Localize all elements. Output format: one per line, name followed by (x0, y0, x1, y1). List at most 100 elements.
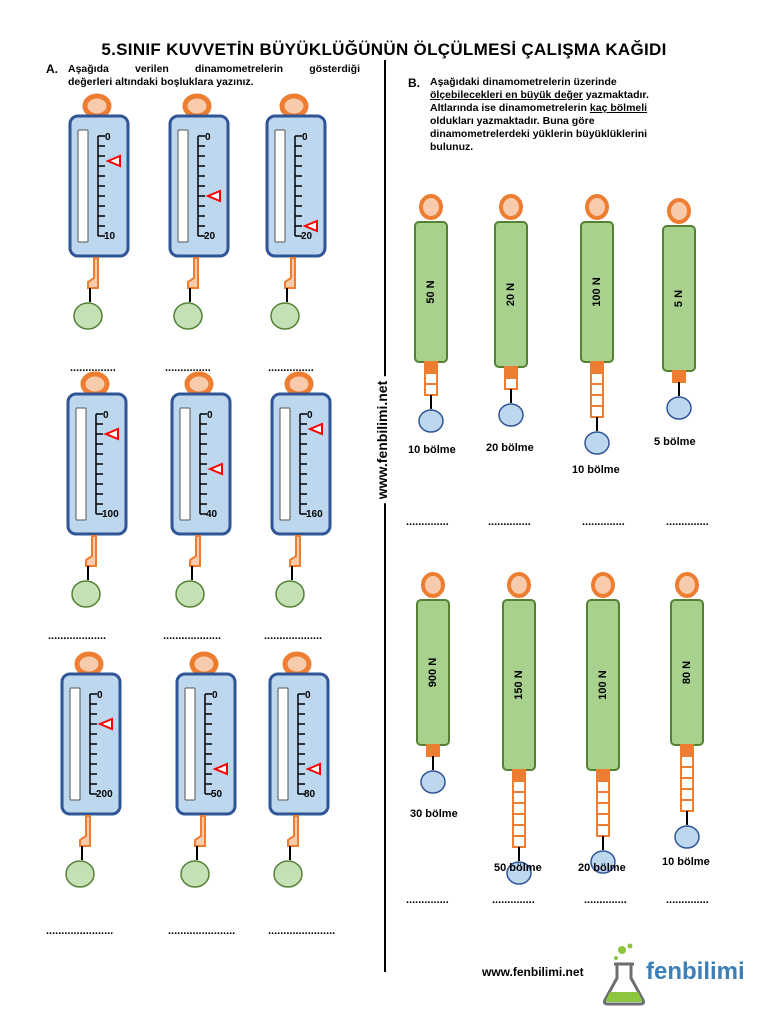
answer-blank[interactable]: ................... (264, 630, 323, 642)
answer-blank[interactable]: .............. (488, 516, 531, 528)
scale-segment (680, 755, 694, 768)
hook (79, 815, 91, 847)
scale-window (177, 129, 189, 243)
footer-site-url: www.fenbilimi.net (482, 965, 584, 979)
scale-segment (426, 744, 440, 757)
section-b-emphasis-1: ölçebilecekleri en büyük değer (430, 89, 583, 101)
hanging-ring (189, 651, 219, 677)
pointer-icon (105, 154, 121, 168)
scale-segment (672, 370, 686, 383)
scale-segment (680, 799, 694, 812)
answer-blank[interactable]: .............. (584, 894, 627, 906)
dynamometer-b-7: 100 N (586, 572, 620, 874)
dynamometer-b-3: 100 N (580, 194, 614, 455)
scale-segment (596, 791, 610, 804)
section-a-letter: A. (46, 62, 58, 76)
weight (71, 580, 101, 608)
dynamometer-a-3: 020 (265, 93, 327, 330)
scale-window (279, 407, 291, 521)
scale-segment (512, 813, 526, 826)
scale-max-label: 100 (102, 509, 119, 520)
hanging-ring (80, 371, 110, 397)
dynamometer-a-8: 050 (175, 651, 237, 888)
scale-segment (512, 824, 526, 837)
scale-max-label: 40 (206, 509, 218, 520)
scale-segment (680, 788, 694, 801)
dynamometer-a-1: 0 10 (68, 93, 130, 330)
scale-min-label: 0 (212, 690, 218, 701)
hook (284, 257, 296, 289)
scale-min-label: 0 (103, 410, 109, 421)
hook (289, 535, 301, 567)
scale-segment (424, 383, 438, 396)
dynamometer-a-2: 020 (168, 93, 230, 330)
scale-segment (504, 377, 518, 390)
pointer-icon (307, 422, 323, 436)
answer-blank[interactable]: ................... (48, 630, 107, 642)
capacity-label: 20 N (505, 283, 517, 306)
scale-min-label: 0 (207, 410, 213, 421)
hanging-ring (499, 194, 523, 220)
section-b-line-6: bulunuz. (430, 141, 474, 153)
dynamometer-b-5: 900 N (416, 572, 450, 794)
dynamometer-a-4: 0 100 (66, 371, 128, 608)
hanging-ring (284, 371, 314, 397)
weight (666, 396, 692, 420)
scale-segment (590, 383, 604, 396)
dynamometer-b-2: 20 N (494, 194, 528, 427)
hanging-ring (667, 198, 691, 224)
section-b-instruction: Aşağıdaki dinamometrelerin üzerinde ölçe… (430, 76, 710, 154)
weight (420, 770, 446, 794)
scale-segment (512, 791, 526, 804)
dynamometer-a-9: 080 (268, 651, 330, 888)
scale-window (277, 687, 289, 801)
answer-blank[interactable]: ............... (268, 362, 314, 374)
scale-segment (590, 372, 604, 385)
answer-blank[interactable]: .............. (582, 516, 625, 528)
answer-blank[interactable]: .............. (666, 894, 709, 906)
weight (584, 431, 610, 455)
hook (85, 535, 97, 567)
scale-segment (590, 361, 604, 374)
section-a-instruction-2: değerleri altındaki boşluklara yazınız. (68, 76, 254, 88)
weight (65, 860, 95, 888)
capacity-label: 50 N (425, 280, 437, 303)
answer-blank[interactable]: ............... (165, 362, 211, 374)
answer-blank[interactable]: .............. (666, 516, 709, 528)
section-b-line-3: Altlarında ise dinamometrelerin kaç bölm… (430, 102, 710, 115)
scale-segment (504, 366, 518, 379)
section-b-line-5: dinamometrelerdeki yüklerin büyüklükleri… (430, 128, 648, 140)
hanging-ring (421, 572, 445, 598)
scale-segment (424, 372, 438, 385)
scale-segment (512, 835, 526, 848)
scale-segment (596, 813, 610, 826)
answer-blank[interactable]: ................... (163, 630, 222, 642)
divisions-label: 5 bölme (654, 436, 696, 448)
scale-segment (590, 394, 604, 407)
hanging-ring (675, 572, 699, 598)
weight (173, 302, 203, 330)
section-b-letter: B. (408, 76, 420, 90)
capacity-label: 100 N (591, 277, 603, 306)
scale-segment (590, 405, 604, 418)
answer-blank[interactable]: ...................... (268, 925, 336, 937)
answer-blank[interactable]: .............. (406, 516, 449, 528)
answer-blank[interactable]: .............. (406, 894, 449, 906)
scale-max-label: 10 (104, 231, 116, 242)
answer-blank[interactable]: .............. (492, 894, 535, 906)
pointer-icon (205, 189, 221, 203)
hanging-ring (74, 651, 104, 677)
hanging-ring (279, 93, 309, 119)
answer-blank[interactable]: ............... (70, 362, 116, 374)
capacity-label: 150 N (513, 670, 525, 699)
answer-blank[interactable]: ...................... (46, 925, 114, 937)
hanging-ring (591, 572, 615, 598)
scale-min-label: 0 (105, 132, 111, 143)
pointer-icon (305, 762, 321, 776)
scale-max-label: 20 (301, 231, 313, 242)
weight (590, 850, 616, 874)
scale-max-label: 80 (304, 789, 316, 800)
answer-blank[interactable]: ...................... (168, 925, 236, 937)
scale-window (274, 129, 286, 243)
